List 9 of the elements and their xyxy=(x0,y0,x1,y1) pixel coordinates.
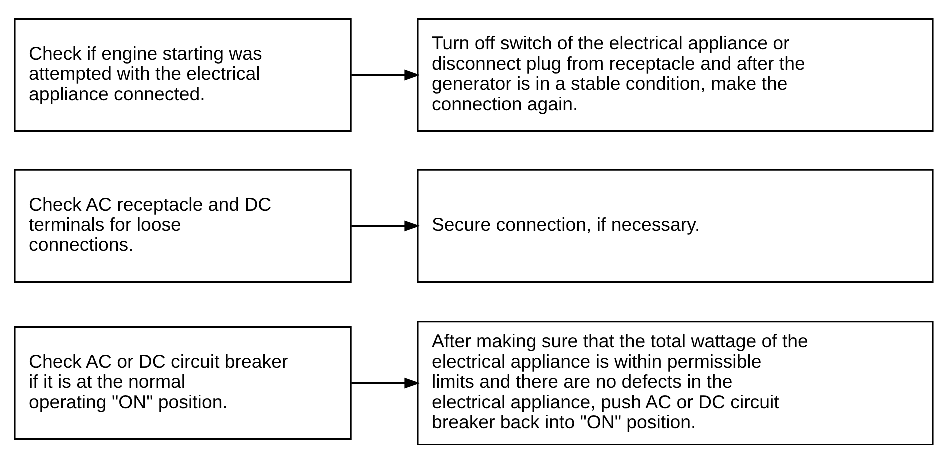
node-box: Check AC or DC circuit breaker if it is at the normal operating "ON" position. xyxy=(14,326,352,440)
node-box: Turn off switch of the electrical appliance or disconnect plug from receptacle and after the generator is in a stable condition, make the connection again. xyxy=(417,18,934,132)
node-box: Secure connection, if necessary. xyxy=(417,169,934,283)
arrow xyxy=(352,220,420,232)
node-box: After making sure that the total wattage of the electrical appliance is within permissible limits and there are no defects in the electrical appliance, push AC or DC circuit breaker back into "ON" position. xyxy=(417,321,934,446)
arrow xyxy=(352,378,420,389)
arrow xyxy=(352,70,420,81)
node-box: Check AC receptacle and DC terminals for loose connections. xyxy=(14,169,352,283)
node-box: Check if engine starting was attempted with the electrical appliance connected. xyxy=(14,18,352,132)
